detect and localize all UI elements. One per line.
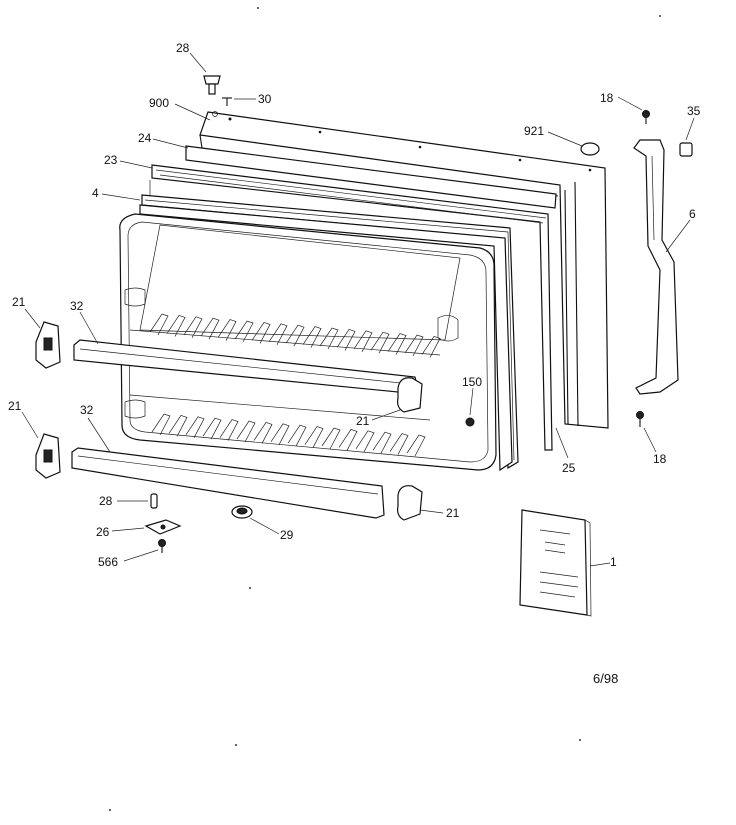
grommet-29 (231, 505, 253, 519)
screw-18-bottom (636, 411, 644, 427)
shelf-rib (251, 321, 271, 344)
callout-25: 25 (562, 461, 576, 475)
manual-booklet (519, 509, 592, 617)
shelf-rib (338, 428, 358, 451)
screw-30 (222, 97, 232, 106)
callout-24: 24 (138, 131, 152, 145)
shelf-rib (217, 319, 237, 341)
callout-150: 150 (462, 375, 482, 389)
shelf-rib (236, 420, 256, 443)
callout-labels: 28 30 900 24 23 4 18 35 921 6 21 32 21 3… (8, 41, 701, 686)
shelf-rib (219, 419, 239, 441)
callout-28-top: 28 (176, 41, 190, 55)
shelf-rib (302, 326, 322, 348)
screw-top-left (203, 75, 221, 95)
callout-6: 6 (689, 207, 696, 221)
shelf-rib (183, 316, 203, 338)
shelf-rib (151, 413, 171, 436)
plug-button (580, 142, 600, 156)
shelf-rib (370, 331, 390, 354)
door-gasket (149, 145, 557, 451)
bar-end-cap-right-upper (397, 377, 423, 413)
bar-end-cap-left-lower (35, 433, 61, 479)
screw-566 (158, 539, 166, 553)
shelf-rib (353, 330, 373, 352)
leader-lines (21, 52, 695, 567)
hinge-plate-26 (144, 519, 182, 535)
shelf-rib (321, 427, 341, 450)
callout-21-lower-left: 21 (8, 399, 22, 413)
pin-28 (150, 493, 158, 509)
shelf-rib (168, 414, 188, 437)
shelf-rib (304, 426, 324, 448)
callout-23: 23 (104, 153, 118, 167)
shelf-rib (336, 328, 356, 351)
date-code: 6/98 (593, 671, 618, 686)
callout-30: 30 (258, 92, 272, 106)
shelf-rib (406, 434, 426, 457)
scan-specks (109, 7, 661, 811)
callout-28-bottom: 28 (99, 494, 113, 508)
shelf-rib (253, 421, 273, 444)
shelf-rib (285, 324, 305, 347)
shelf-rib (404, 334, 424, 357)
bar-end-cap-right-lower (397, 485, 423, 521)
shelf-rib (319, 327, 339, 350)
shelf-rib (287, 424, 307, 447)
callout-29: 29 (280, 528, 294, 542)
callout-35: 35 (687, 104, 701, 118)
callout-921: 921 (524, 124, 544, 138)
callout-900: 900 (149, 96, 169, 110)
shelf-rib (355, 430, 375, 452)
bar-end-cap-left-upper (35, 321, 61, 369)
callout-18-bottom: 18 (653, 452, 667, 466)
shelf-rib (234, 320, 254, 343)
screw-18-top (642, 110, 650, 124)
shelf-rib (389, 433, 409, 455)
shelf-rib (268, 323, 288, 345)
shelf-rib (372, 431, 392, 454)
callout-21-upper-left: 21 (12, 295, 26, 309)
shelf-bar-lower (71, 447, 385, 519)
shelf-rib (149, 313, 169, 336)
callout-1: 1 (610, 555, 617, 569)
shelf-rib (421, 335, 441, 358)
callout-21-lower-right: 21 (446, 506, 460, 520)
shelf-rib (185, 416, 205, 438)
lower-shelf-ribs (151, 413, 426, 457)
hinge-strap (633, 139, 679, 395)
callout-4: 4 (92, 186, 99, 200)
shelf-rib (202, 417, 222, 440)
callout-32-lower: 32 (80, 403, 94, 417)
screw-150 (465, 417, 475, 427)
upper-shelf-ribs (149, 313, 441, 358)
strap-cap (679, 142, 693, 157)
shelf-rib (270, 423, 290, 445)
callout-566: 566 (98, 555, 118, 569)
callout-21-mid: 21 (356, 414, 370, 428)
callout-26: 26 (96, 525, 110, 539)
callout-18-top: 18 (600, 91, 614, 105)
shelf-rib (387, 333, 407, 355)
shelf-rib (166, 314, 186, 337)
callout-32-upper: 32 (70, 299, 84, 313)
shelf-rib (200, 317, 220, 340)
